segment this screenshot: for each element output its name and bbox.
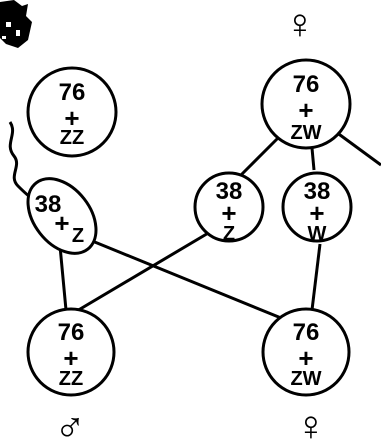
cell-egg-z [193,171,265,243]
cell-bottom-right-number: 76 [293,319,320,346]
connector-lines [58,130,381,322]
cell-egg-z-chromosomes: Z [223,223,235,245]
cell-top-right [260,58,352,150]
cell-top-left-chromosomes: ZZ [60,127,84,149]
cell-egg-z-plus: + [221,198,236,228]
cell-sperm-number: 38 [35,191,62,218]
cell-bottom-left-number: 76 [58,319,85,346]
cell-egg-w-plus: + [309,198,324,228]
cell-bottom-left-chromosomes: ZZ [59,368,83,390]
line-parent-female-to-egg-z [236,136,280,180]
line-sperm-to-offspring-male [58,245,68,311]
cell-sperm-plus: + [54,208,69,238]
female-symbol-icon: ♀ [284,0,316,47]
cell-shapes [26,58,353,397]
cell-sperm-text: 38 + Z [35,191,84,247]
cell-egg-w [281,171,353,243]
male-symbol-icon: ♂ [54,402,86,448]
cell-top-right-text: 76 + ZW [290,71,321,144]
line-egg-z-to-offspring-male [64,230,211,320]
cropped-illustration-fragment [0,0,32,48]
cell-sperm-chromosomes: Z [72,225,84,247]
line-parent-female-to-offscreen [335,130,381,167]
cell-bottom-right-text: 76 + ZW [290,319,321,390]
cell-top-right-number: 76 [293,71,320,98]
cell-bottom-right-chromosomes: ZW [290,368,321,390]
cell-bottom-left [26,307,116,397]
cell-top-right-plus: + [298,95,313,125]
line-sperm-to-offspring-female [79,234,287,322]
cell-egg-z-text: 38 + Z [216,178,243,245]
cell-top-right-chromosomes: ZW [290,122,321,144]
cell-top-left [26,66,118,158]
cell-egg-w-chromosomes: W [308,223,327,245]
cell-egg-w-number: 38 [304,178,331,205]
cell-top-left-number: 76 [59,79,86,106]
cell-bottom-left-text: 76 + ZZ [58,319,85,390]
cell-egg-z-number: 38 [216,178,243,205]
line-parent-female-to-egg-w [310,147,316,171]
female-symbol-icon-bottom: ♀ [295,402,327,448]
cell-sperm [26,177,98,255]
cell-bottom-right-plus: + [298,343,313,373]
line-egg-w-to-offspring-female [310,243,322,311]
cell-bottom-right [261,307,351,397]
cell-egg-w-text: 38 + W [304,178,331,245]
cell-top-left-text: 76 + ZZ [59,79,86,149]
cell-bottom-left-plus: + [63,343,78,373]
sperm-tail [8,121,35,202]
cell-top-left-plus: + [64,103,79,133]
